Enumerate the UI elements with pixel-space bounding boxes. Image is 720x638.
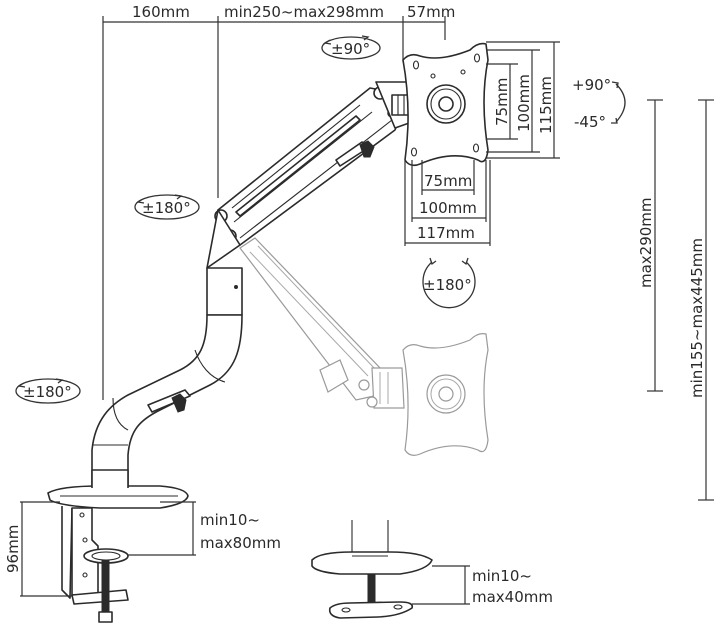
arm-joint-rotation-icon [134,194,200,220]
swivel-label: ±90° [331,40,370,58]
pole-illustration [91,267,243,486]
dim-arm-length-label: min250~max298mm [224,3,384,21]
arm-joint-rotation-label: ±180° [142,199,191,217]
base-rotation-label: ±180° [23,383,72,401]
tilt-arrow-icon [611,81,626,124]
vesa-vertical-115-label: 115mm [537,76,555,134]
clamp-thickness-line1: min10~ [200,511,260,529]
dim-160mm-label: 160mm [132,3,190,21]
rotation-swivel-icon [321,35,381,60]
vesa-horizontal-dimension-lines [404,160,491,246]
grommet-mount-illustration [311,520,433,619]
height-travel-label: max290mm [637,197,655,288]
vesa-vertical-100-label: 100mm [515,74,533,132]
clamp-thickness-line2: max80mm [200,534,281,552]
clamp-dimension-lines [20,501,196,597]
screen-rotation-icon [422,257,476,309]
vesa-horizontal-100-label: 100mm [419,199,477,217]
dim-57mm-label: 57mm [407,3,455,21]
tilt-down-label: -45° [574,113,606,131]
vesa-horizontal-117-label: 117mm [417,224,475,242]
base-rotation-icon [15,378,81,404]
tilt-up-label: +90° [572,76,611,94]
vesa-plate-upper [402,42,489,167]
ghost-arm-illustration [239,237,489,456]
clamp-height-label: 96mm [4,525,22,573]
vesa-vertical-dimension-lines [486,41,560,159]
arm-illustration [206,81,413,269]
grommet-thickness-line1: min10~ [472,567,532,585]
top-dimension-lines [102,16,446,400]
grommet-thickness-line2: max40mm [472,588,553,606]
vesa-horizontal-75-label: 75mm [424,172,472,190]
screen-rotation-label: ±180° [423,276,472,294]
height-range-label: min155~max445mm [688,238,706,398]
vesa-vertical-75-label: 75mm [493,78,511,126]
desk-clamp-illustration [47,469,189,623]
grommet-dimension-lines [412,565,470,605]
height-dimension-lines [647,99,714,501]
